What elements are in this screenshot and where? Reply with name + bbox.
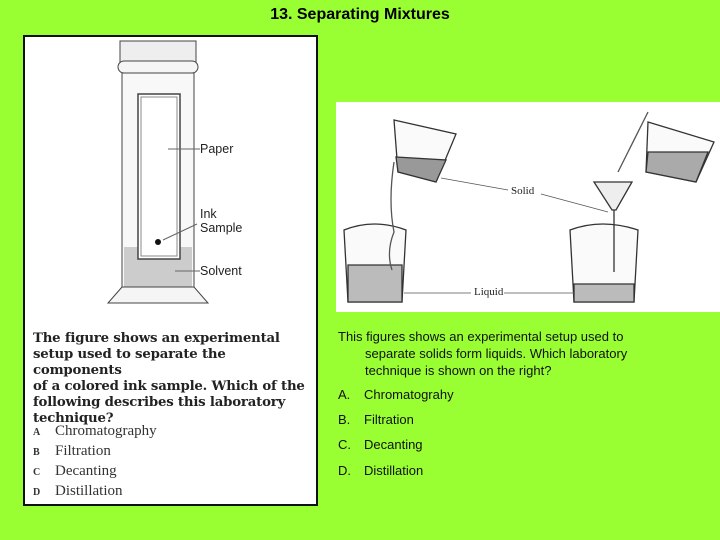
chromatography-apparatus-illustration: [106, 40, 210, 304]
filtration-decanting-figure: Solid Liquid: [336, 102, 720, 312]
question-line: separate solids form liquids. Which labo…: [365, 346, 628, 361]
chromatography-figure: Paper Ink Sample Solvent The figure show…: [23, 35, 318, 506]
solvent-label: Solvent: [200, 264, 242, 278]
beakers-illustration: [343, 111, 715, 303]
sample-label: Sample: [200, 221, 243, 235]
solid-label: Solid: [511, 185, 535, 197]
right-option-a: A.Chromatograhy: [338, 387, 454, 402]
liquid-label: Liquid: [474, 286, 504, 298]
question-line: setup used to separate the components: [33, 347, 226, 378]
question-line: of a colored ink sample. Which of the: [33, 379, 305, 394]
question-line: following describes this laboratory: [33, 395, 286, 410]
right-option-c: C.Decanting: [338, 437, 423, 452]
page-title: 13. Separating Mixtures: [270, 6, 450, 23]
right-option-b: B.Filtration: [338, 412, 414, 427]
right-question: This figures shows an experimental setup…: [338, 328, 668, 379]
question-line: This figures shows an experimental setup…: [338, 329, 624, 344]
right-option-d: D.Distillation: [338, 463, 424, 478]
question-line: technique?: [33, 411, 114, 426]
left-question: The figure shows an experimental setup u…: [33, 331, 318, 427]
question-line: The figure shows an experimental: [33, 331, 280, 346]
ink-label: Ink: [200, 207, 217, 221]
paper-label: Paper: [200, 142, 234, 156]
question-line: technique is shown on the right?: [365, 363, 552, 378]
